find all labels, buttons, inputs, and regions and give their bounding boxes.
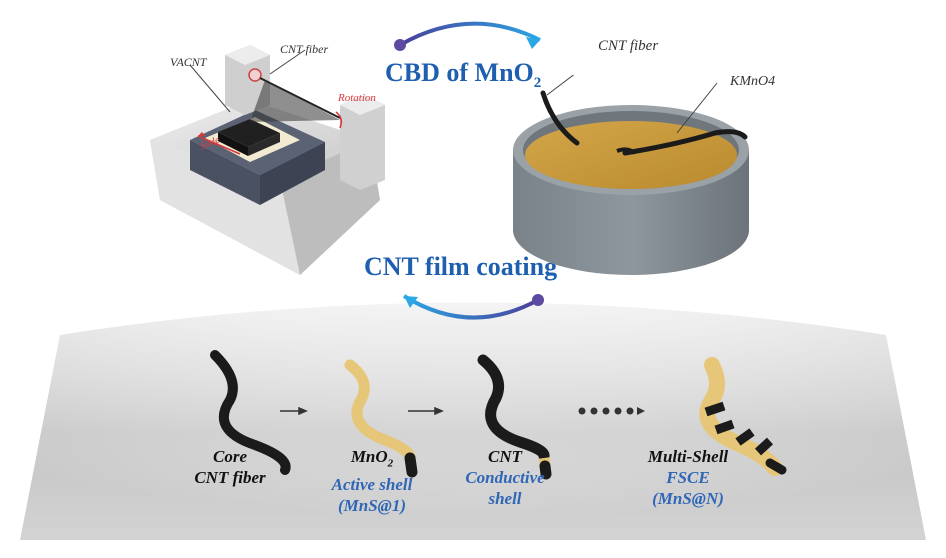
- stage-title: Core: [213, 447, 247, 466]
- stage-line3: (MnS@1): [338, 496, 406, 516]
- coating-process-arrow: [402, 294, 544, 320]
- stage-arrow: [408, 406, 444, 416]
- cbd-label-main: CBD of MnO: [385, 58, 534, 87]
- vacnt-block: [218, 119, 280, 147]
- stage-caption-core: Core CNT fiber: [180, 446, 280, 488]
- bath-liquid: [525, 121, 737, 189]
- rotation-label: Rotation: [338, 92, 376, 104]
- stage-line2: Active shell: [331, 475, 413, 495]
- cbd-process-arrow: [394, 21, 541, 51]
- kmno4-label: KMnO4: [730, 74, 776, 89]
- stage-caption-cnt: CNT Conductive shell: [450, 446, 560, 509]
- stage-caption-mno2: MnO2 Active shell (MnS@1): [312, 446, 432, 516]
- bath-cnt-fiber-label: CNT fiber: [598, 38, 659, 54]
- cnt-film-coating-label: CNT film coating: [364, 252, 558, 281]
- vacnt-label: VACNT: [170, 55, 207, 69]
- stage-line3: (MnS@N): [652, 489, 724, 508]
- cnt-fiber-icon: [477, 354, 552, 480]
- stage-title: MnO2: [350, 447, 394, 470]
- multi-shell-fiber-icon: [699, 357, 787, 476]
- stage-arrow: [280, 406, 308, 416]
- stage-title: CNT: [488, 447, 522, 466]
- mno2-fiber-icon: [344, 359, 418, 478]
- apparatus-cnt-fiber-label: CNT fiber: [280, 42, 329, 56]
- right-tower: [340, 95, 385, 190]
- kmno4-bath: [513, 75, 749, 275]
- cbd-of-mno2-label: CBD of MnO2: [385, 58, 541, 92]
- stage-line3: shell: [488, 489, 522, 508]
- core-fiber-icon: [210, 350, 291, 475]
- cbd-label-sub: 2: [533, 75, 542, 92]
- stage-caption-multishell: Multi-Shell FSCE (MnS@N): [628, 446, 748, 509]
- stage-line2: FSCE: [666, 468, 710, 487]
- stage-line2: CNT fiber: [194, 468, 266, 487]
- stage-dotted-arrow: [578, 407, 645, 415]
- spinning-apparatus: [150, 45, 385, 275]
- stage-line2: Conductive: [465, 468, 545, 487]
- stage-title: Multi-Shell: [647, 447, 729, 466]
